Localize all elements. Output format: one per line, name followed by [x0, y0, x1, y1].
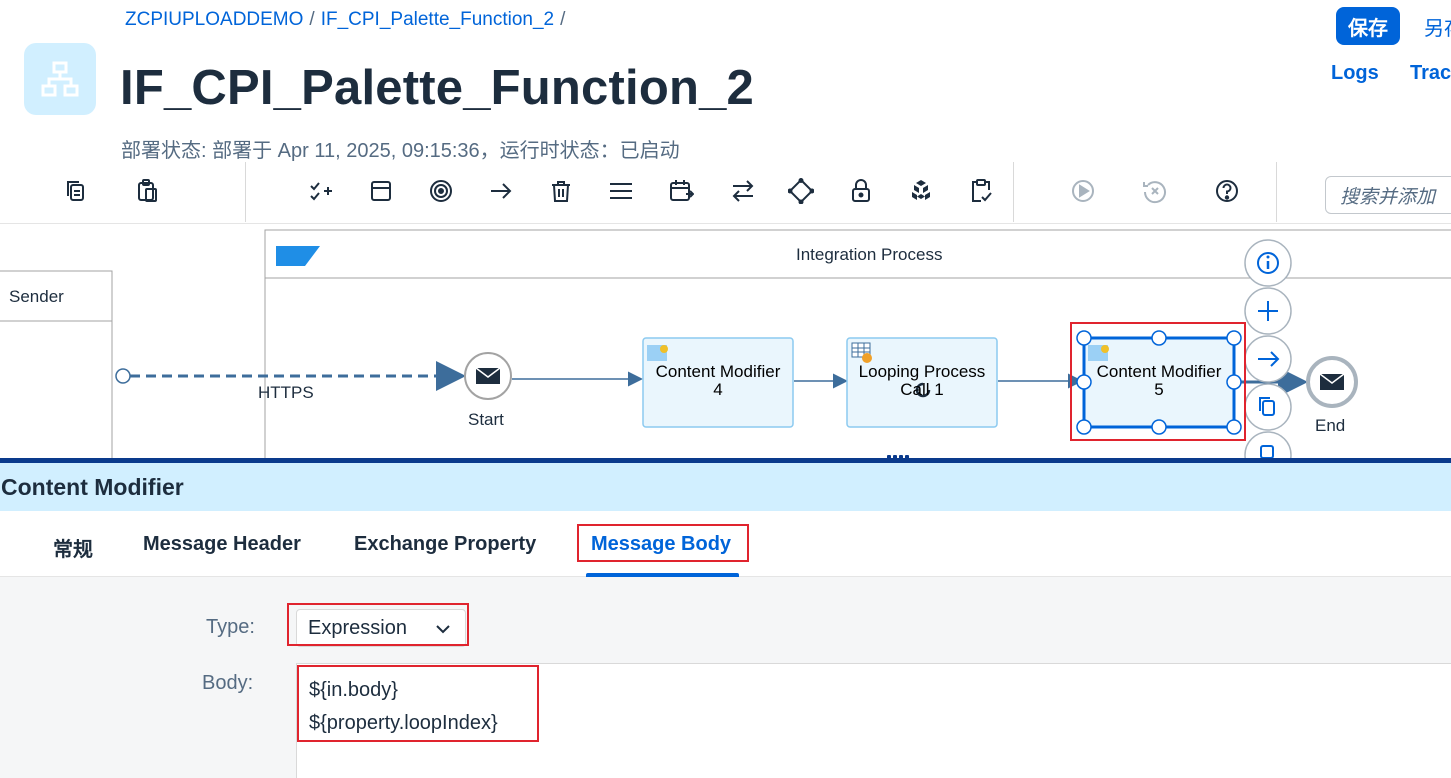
step-label-name: Content Modifier	[1096, 362, 1222, 381]
play-icon[interactable]	[1068, 176, 1098, 206]
integration-flow-icon	[24, 43, 96, 115]
step-label-number: 5	[1154, 380, 1164, 399]
sap-logo-icon	[276, 246, 320, 266]
breadcrumb: ZCPIUPLOADDEMO / IF_CPI_Palette_Function…	[125, 9, 565, 31]
tab-exchange-property[interactable]: Exchange Property	[354, 533, 537, 555]
undo-icon[interactable]	[1140, 176, 1170, 206]
save-as-button[interactable]: 另存	[1424, 18, 1451, 40]
cube-icon[interactable]	[906, 176, 936, 206]
paste-icon[interactable]	[133, 176, 163, 206]
process-diagram	[0, 229, 1451, 458]
logs-link[interactable]: Logs	[1331, 62, 1379, 84]
body-editor[interactable]: ${in.body} ${property.loopIndex}	[296, 663, 1451, 778]
panel-title: Content Modifier	[0, 463, 1451, 511]
copy-icon[interactable]	[61, 176, 91, 206]
toolbar: 搜索并添加	[0, 162, 1451, 224]
step-label: Content Modifier 4	[643, 363, 793, 399]
menu-icon[interactable]	[606, 176, 636, 206]
step-label-number: 4	[713, 380, 723, 399]
process-canvas[interactable]: Sender HTTPS Integration Process Start E…	[0, 224, 1451, 458]
body-line: ${property.loopIndex}	[309, 712, 498, 734]
type-select-value: Expression	[308, 616, 407, 639]
arrow-right-icon[interactable]	[486, 176, 516, 206]
step-label-number: Call 1	[900, 380, 944, 399]
type-select[interactable]: Expression	[296, 609, 466, 647]
panel-splitter[interactable]	[0, 458, 1451, 463]
step-label: Content Modifier 5	[1084, 363, 1234, 399]
tab-message-body[interactable]: Message Body	[591, 533, 732, 555]
property-tabs: 常规 Message Header Exchange Property Mess…	[0, 511, 1451, 577]
active-tab-highlight	[577, 524, 749, 562]
add-checklist-icon[interactable]	[306, 176, 336, 206]
loop-icon	[915, 382, 931, 398]
step-label: Looping Process Call 1	[847, 363, 997, 399]
paste-icon[interactable]	[1244, 431, 1292, 458]
swap-icon[interactable]	[728, 176, 758, 206]
deployment-status: 部署状态: 部署于 Apr 11, 2025, 09:15:36，运行时状态：已…	[121, 140, 680, 162]
toolbar-divider	[245, 162, 246, 222]
step-content-modifier-4[interactable]	[642, 337, 794, 428]
selected-step-highlight	[1070, 322, 1246, 441]
splitter-grip-icon[interactable]	[885, 455, 911, 465]
breadcrumb-separator: /	[560, 9, 566, 30]
diamond-icon[interactable]	[786, 176, 816, 206]
breadcrumb-item-package[interactable]: ZCPIUPLOADDEMO	[125, 9, 304, 30]
window-icon[interactable]	[366, 176, 396, 206]
target-icon[interactable]	[426, 176, 456, 206]
calendar-icon[interactable]	[666, 176, 696, 206]
toolbar-divider	[1276, 162, 1277, 222]
tab-general[interactable]: 常规	[53, 539, 93, 561]
search-input[interactable]: 搜索并添加	[1325, 176, 1451, 214]
chevron-down-icon	[436, 625, 450, 634]
body-line: ${in.body}	[309, 679, 398, 701]
trace-link[interactable]: Trace	[1410, 62, 1451, 84]
save-button[interactable]: 保存	[1336, 7, 1400, 45]
breadcrumb-item-iflow[interactable]: IF_CPI_Palette_Function_2	[320, 9, 555, 30]
active-tab-indicator	[586, 573, 739, 577]
connection-endpoint[interactable]	[115, 368, 131, 384]
type-select-highlight	[287, 603, 469, 646]
body-highlight	[297, 665, 539, 742]
type-label: Type:	[206, 616, 255, 638]
step-label-name: Content Modifier	[655, 362, 781, 381]
lock-icon[interactable]	[846, 176, 876, 206]
info-icon[interactable]	[1244, 239, 1292, 287]
connect-arrow-icon[interactable]	[1244, 335, 1292, 383]
help-icon[interactable]	[1212, 176, 1242, 206]
tab-message-header[interactable]: Message Header	[143, 533, 301, 555]
step-label-name: Looping Process	[858, 362, 986, 381]
selection-handles[interactable]	[1076, 330, 1242, 435]
page-title: IF_CPI_Palette_Function_2	[120, 61, 755, 115]
sender-label: Sender	[9, 287, 64, 306]
delete-icon[interactable]	[546, 176, 576, 206]
https-label: HTTPS	[258, 383, 314, 402]
copy-icon[interactable]	[1244, 383, 1292, 431]
breadcrumb-separator: /	[309, 9, 315, 30]
start-label: Start	[468, 410, 504, 429]
toolbar-divider	[1013, 162, 1014, 222]
clipboard-check-icon[interactable]	[966, 176, 996, 206]
body-label: Body:	[202, 672, 254, 694]
end-label: End	[1315, 416, 1346, 435]
sender-box[interactable]	[0, 270, 113, 322]
step-looping-process-call-1[interactable]	[846, 337, 998, 428]
add-icon[interactable]	[1244, 287, 1292, 335]
integration-process-title: Integration Process	[796, 245, 943, 264]
